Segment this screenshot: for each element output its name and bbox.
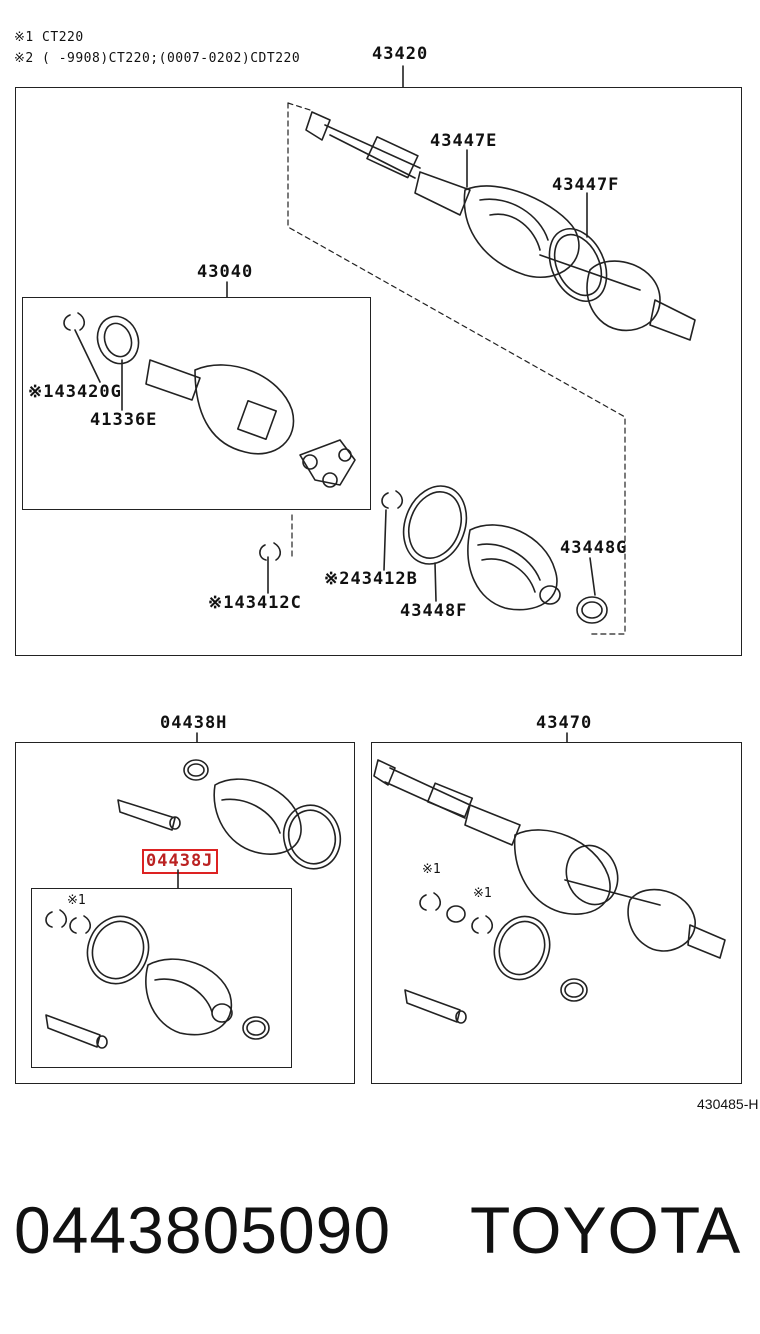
left-kit-frame <box>15 742 355 1084</box>
note-2: ※2 ( -9908)CT220;(0007-0202)CDT220 <box>14 51 301 66</box>
top-assembly-title: 43420 <box>372 44 429 64</box>
part-43040[interactable]: 43040 <box>197 262 254 282</box>
right-shaft-title: 43470 <box>536 713 593 733</box>
part-43447E[interactable]: 43447E <box>430 131 498 151</box>
right-shaft-parts <box>373 759 726 1024</box>
part-43447F[interactable]: 43447F <box>552 175 620 195</box>
right-mark-2: ※1 <box>473 886 492 901</box>
part-43420G[interactable]: ※143420G <box>28 382 122 402</box>
left-subkit-frame <box>31 888 292 1068</box>
inner-joint-parts <box>63 312 356 561</box>
note-1: ※1 CT220 <box>14 30 84 45</box>
part-43412B[interactable]: ※243412B <box>324 569 418 589</box>
top-assembly-frame <box>15 87 742 656</box>
part-43448G[interactable]: 43448G <box>560 538 628 558</box>
left-kit-parts <box>45 759 342 1049</box>
right-shaft-frame <box>371 742 742 1084</box>
left-mark-1: ※1 <box>67 893 86 908</box>
right-mark-1: ※1 <box>422 862 441 877</box>
highlighted-part-04438J[interactable]: 04438J <box>142 849 218 874</box>
part-41336E[interactable]: 41336E <box>90 410 158 430</box>
reference-code: 430485-H <box>697 1096 759 1112</box>
brand-name: TOYOTA <box>470 1193 742 1267</box>
part-number: 0443805090 <box>14 1193 392 1267</box>
highlighted-part-label: 04438J <box>146 851 214 871</box>
inner-joint-frame <box>22 297 371 510</box>
top-drive-shaft <box>305 111 696 341</box>
part-43412C[interactable]: ※143412C <box>208 593 302 613</box>
left-kit-title: 04438H <box>160 713 228 733</box>
top-boot-parts <box>381 485 608 624</box>
leader-lines <box>74 65 596 889</box>
part-43448F[interactable]: 43448F <box>400 601 468 621</box>
